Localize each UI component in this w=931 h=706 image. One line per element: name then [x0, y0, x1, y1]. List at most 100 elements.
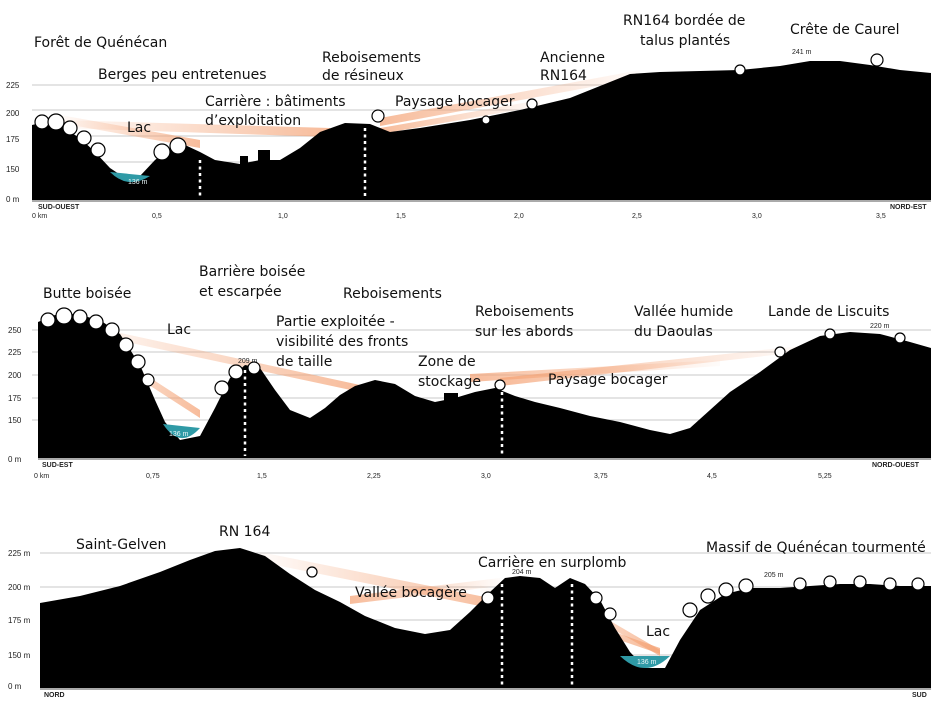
view-beam: [60, 120, 330, 137]
dist-tick: 2,5: [632, 213, 642, 220]
dist-tick: 5,25: [818, 473, 832, 480]
label-rn164: RN164 bordée de: [623, 13, 745, 29]
label-rn164: talus plantés: [640, 33, 730, 49]
label-reboisements: Reboisements: [343, 286, 442, 302]
view-beam: [380, 70, 640, 126]
lake: [620, 656, 670, 668]
dist-tick: 3,5: [876, 213, 886, 220]
direction-left: SUD-OUEST: [38, 204, 80, 211]
direction-left: SUD-EST: [42, 462, 73, 469]
dist-tick: 1,0: [278, 213, 288, 220]
dist-tick: 0,75: [146, 473, 160, 480]
label-partie: Partie exploitée -: [276, 314, 395, 330]
direction-left: NORD: [44, 692, 65, 699]
label-vallee: Vallée humide: [634, 304, 733, 320]
profile-3-alt-ticks: 225 m 200 m 175 m 150 m 0 m: [8, 549, 31, 691]
label-lac: Lac: [646, 624, 670, 640]
alt-tick: 150 m: [8, 651, 31, 660]
label-ancienne: Ancienne: [540, 50, 605, 66]
lake: [110, 172, 150, 183]
label-partie: visibilité des fronts: [276, 334, 408, 350]
label-barriere: et escarpée: [199, 284, 282, 300]
label-saint-gelven: Saint-Gelven: [76, 537, 166, 553]
label-reboisements-abords: Reboisements: [475, 304, 574, 320]
building: [258, 150, 270, 164]
tree-canopy: [306, 566, 925, 621]
alt-tick: 200 m: [8, 583, 31, 592]
view-beam: [260, 552, 500, 610]
label-rn: RN 164: [219, 524, 270, 540]
alt-tick: 0 m: [8, 455, 22, 464]
tree-canopy: [40, 307, 906, 396]
view-beam: [70, 322, 360, 392]
alt-tick: 150: [6, 165, 20, 174]
peak-altitude: 241 m: [792, 49, 812, 56]
label-ancienne: RN164: [540, 68, 587, 84]
building: [240, 156, 248, 164]
dist-tick: 0 km: [34, 473, 49, 480]
label-crete: Crête de Caurel: [790, 22, 900, 38]
storage-building: [444, 393, 458, 408]
dist-tick: 3,75: [594, 473, 608, 480]
lake: [163, 424, 200, 439]
peak-altitude: 205 m: [764, 572, 784, 579]
profile-1: 225 200 175 150 0 m 136 m 241 m: [6, 13, 931, 220]
label-vallee: Vallée bocagère: [355, 585, 467, 601]
label-reboisements: Reboisements: [322, 50, 421, 66]
peak-altitude: 220 m: [870, 323, 890, 330]
alt-tick: 200: [6, 109, 20, 118]
dist-tick: 1,5: [257, 473, 267, 480]
label-carriere: Carrière en surplomb: [478, 555, 626, 571]
alt-tick: 0 m: [6, 195, 20, 204]
alt-tick: 175: [8, 394, 22, 403]
dist-tick: 4,5: [707, 473, 717, 480]
water-altitude: 136 m: [169, 431, 189, 438]
label-partie: de taille: [276, 354, 332, 370]
label-paysage: Paysage bocager: [395, 94, 515, 110]
profile-3: 225 m 200 m 175 m 150 m 0 m 136 m 204 m …: [8, 524, 931, 699]
view-beam: [470, 360, 720, 382]
alt-tick: 225: [8, 348, 22, 357]
dist-tick: 0 km: [32, 213, 47, 220]
view-beam: [380, 100, 540, 134]
label-carriere: Carrière : bâtiments: [205, 94, 346, 110]
tree-canopy: [34, 53, 884, 161]
label-foret: Forêt de Quénécan: [34, 35, 167, 51]
label-reboisements-abords: sur les abords: [475, 324, 573, 340]
alt-tick: 250: [8, 326, 22, 335]
profile-2-alt-ticks: 250 225 200 175 150 0 m: [8, 326, 22, 464]
dist-tick: 3,0: [481, 473, 491, 480]
dist-tick: 1,5: [396, 213, 406, 220]
label-lac: Lac: [127, 120, 151, 136]
label-butte: Butte boisée: [43, 286, 131, 302]
label-barriere: Barrière boisée: [199, 264, 305, 280]
label-vallee: du Daoulas: [634, 324, 713, 340]
dist-tick: 2,0: [514, 213, 524, 220]
label-zone: Zone de: [418, 354, 476, 370]
alt-tick: 175 m: [8, 616, 31, 625]
alt-tick: 150: [8, 416, 22, 425]
water-altitude: 136 m: [128, 179, 148, 186]
label-carriere: d’exploitation: [205, 113, 301, 129]
alt-tick: 225 m: [8, 549, 31, 558]
direction-right: NORD-OUEST: [872, 462, 920, 469]
view-beam: [350, 578, 500, 604]
dist-tick: 3,0: [752, 213, 762, 220]
profile-2: 250 225 200 175 150 0 m 136 m 209 m 220 …: [8, 264, 931, 480]
label-berges: Berges peu entretenues: [98, 67, 267, 83]
direction-right: NORD-EST: [890, 204, 927, 211]
alt-tick: 175: [6, 135, 20, 144]
label-massif: Massif de Quénécan tourmenté: [706, 540, 926, 556]
alt-tick: 200: [8, 371, 22, 380]
peak-altitude: 209 m: [238, 358, 258, 365]
label-reboisements: de résineux: [322, 68, 404, 84]
profile-1-alt-ticks: 225 200 175 150 0 m: [6, 81, 20, 204]
dist-tick: 2,25: [367, 473, 381, 480]
water-altitude: 136 m: [637, 659, 657, 666]
label-lande: Lande de Liscuits: [768, 304, 889, 320]
view-beam: [60, 115, 200, 148]
dist-tick: 0,5: [152, 213, 162, 220]
alt-tick: 0 m: [8, 682, 22, 691]
terrain-profile-2: [38, 314, 931, 458]
